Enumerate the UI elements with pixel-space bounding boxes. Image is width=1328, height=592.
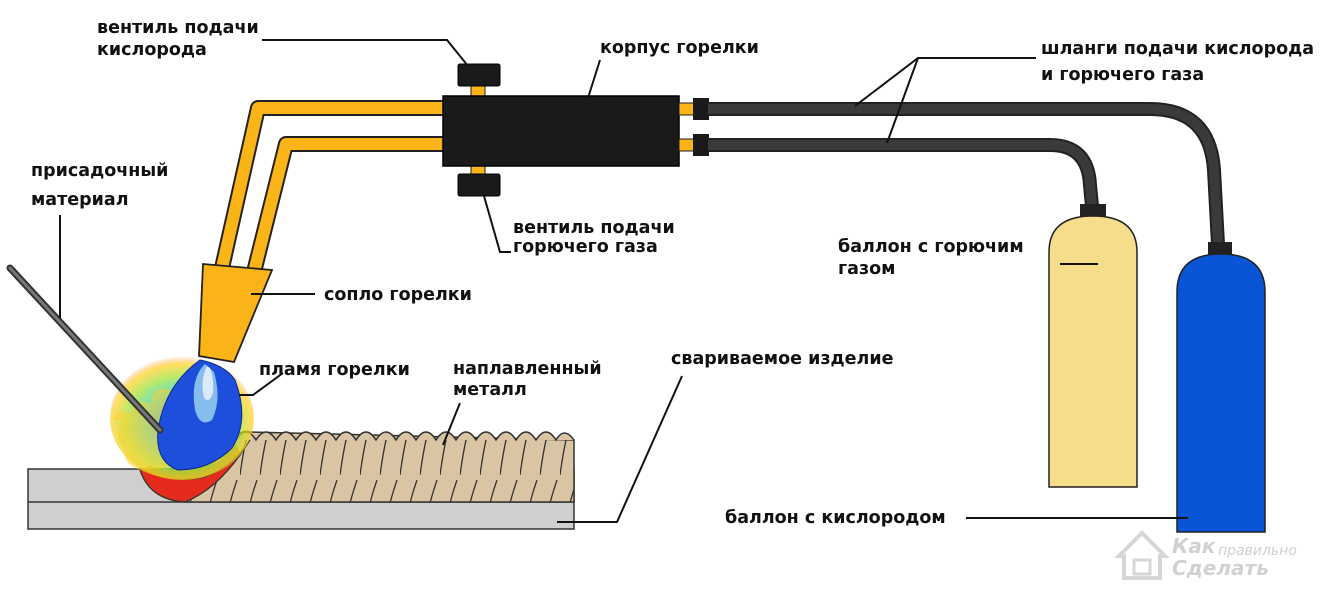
filler-rod (6, 264, 164, 434)
label-filler-1: присадочный (31, 161, 168, 181)
oxygen-valve (457, 63, 501, 99)
leader-lines (59, 39, 1188, 523)
oxygen-cylinder (1176, 242, 1266, 533)
torch-tubes (214, 100, 443, 274)
watermark: Как правильно Сделать (1114, 530, 1297, 580)
label-hoses-1: шланги подачи кислорода (1041, 39, 1314, 59)
label-oxygen-cylinder: баллон с кислородом (725, 508, 946, 528)
hoses (708, 102, 1225, 245)
watermark-line2: Сделать (1172, 556, 1269, 580)
label-gas-valve-2: горючего газа (513, 237, 658, 257)
torch-flame (110, 356, 254, 480)
deposited-metal-bead (183, 430, 575, 503)
gas-cylinder (1048, 204, 1138, 488)
label-hoses-2: и горючего газа (1041, 65, 1204, 85)
house-logo-icon (1114, 530, 1170, 580)
label-filler-2: материал (31, 190, 129, 210)
label-torch-body: корпус горелки (600, 38, 759, 58)
label-oxygen-valve-1: вентиль подачи (97, 18, 259, 38)
watermark-line1b: правильно (1218, 543, 1297, 559)
label-gas-cylinder-1: баллон с горючим (838, 237, 1024, 257)
torch-body (442, 95, 680, 167)
hose-fittings (678, 98, 709, 156)
label-oxygen-valve-2: кислорода (97, 40, 207, 60)
label-deposited-metal-1: наплавленный (453, 359, 602, 379)
labels: вентиль подачи кислорода корпус горелки … (31, 18, 1314, 528)
label-nozzle: сопло горелки (324, 285, 472, 305)
label-deposited-metal-2: металл (453, 380, 527, 400)
label-workpiece: свариваемое изделие (671, 349, 894, 369)
watermark-line1a: Как (1172, 534, 1216, 558)
label-gas-cylinder-2: газом (838, 259, 895, 279)
label-flame: пламя горелки (259, 360, 410, 380)
gas-valve (457, 162, 501, 197)
label-gas-valve-1: вентиль подачи (513, 218, 675, 238)
torch-nozzle (198, 263, 274, 364)
